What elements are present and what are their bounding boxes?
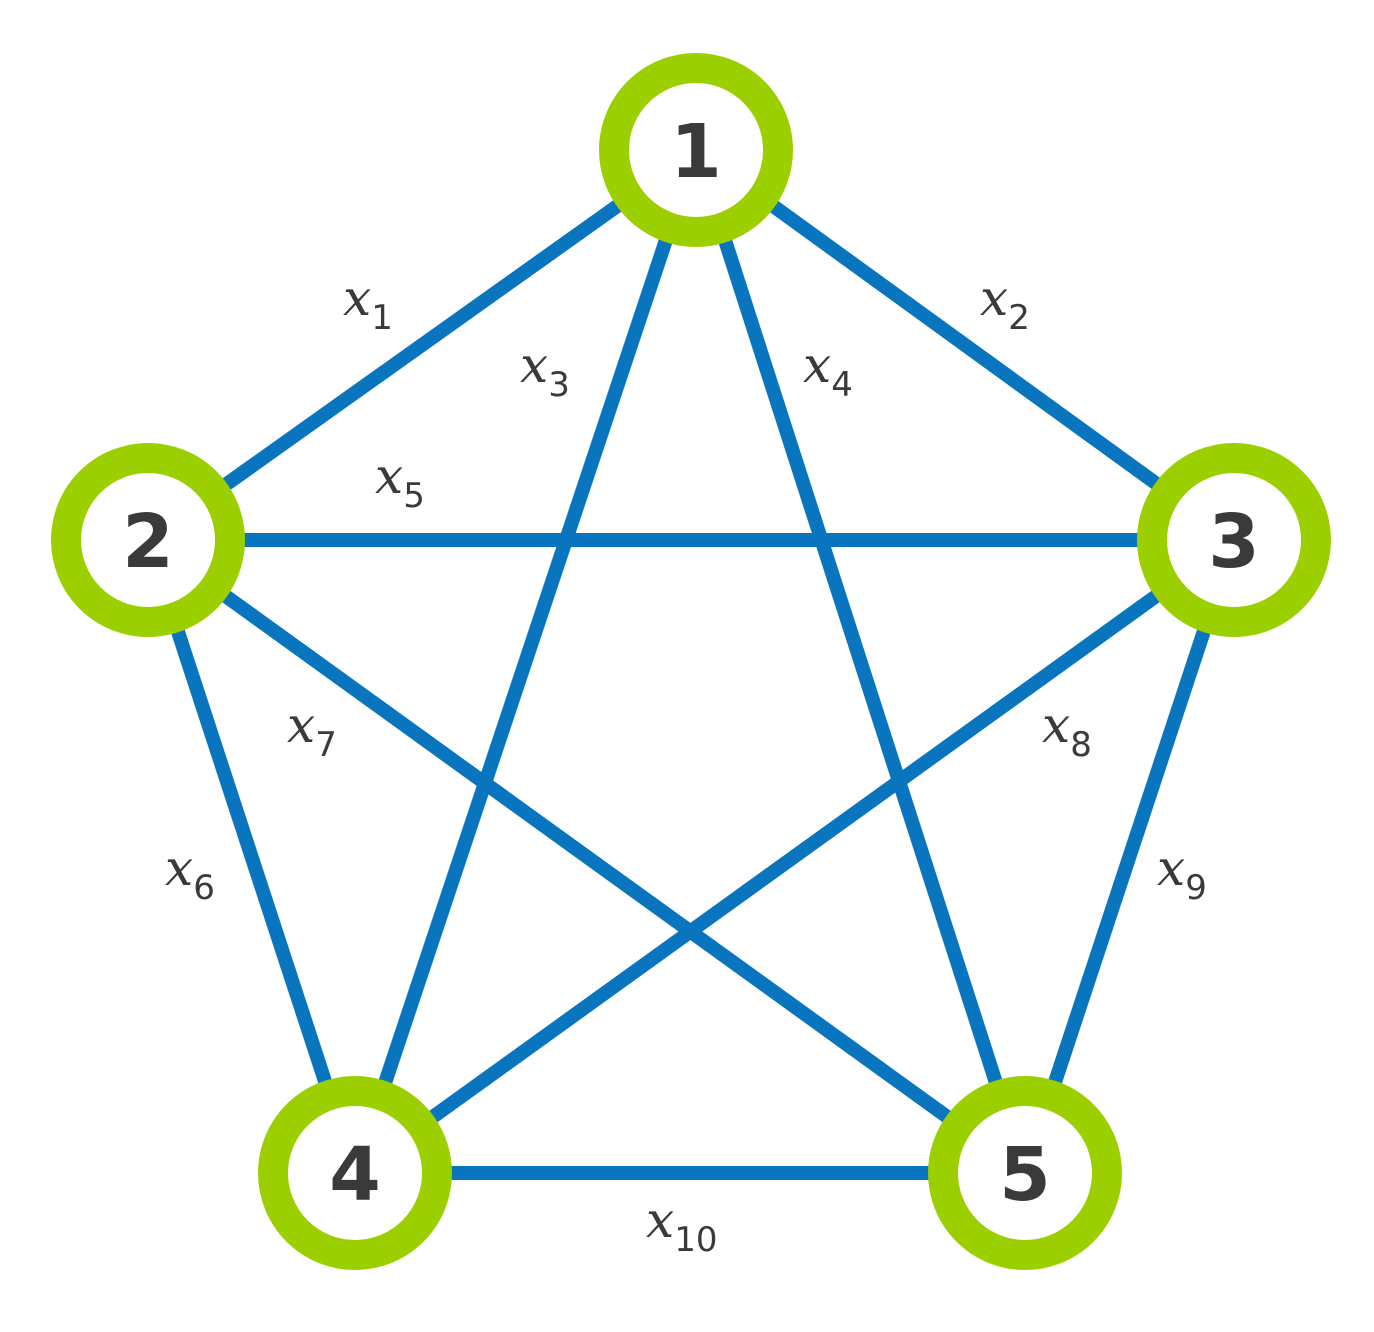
- node-3: 3: [1137, 443, 1331, 637]
- edge-label-subscript: 10: [674, 1220, 717, 1260]
- edge-label-x2: x2: [980, 269, 1030, 338]
- edge-1-3: [691, 144, 1239, 546]
- node-ring: [258, 1076, 452, 1270]
- edge-label-x6: x6: [165, 839, 215, 908]
- node-label: 5: [999, 1132, 1051, 1218]
- edge-1-2: [143, 144, 701, 546]
- node-label: 3: [1208, 499, 1260, 585]
- node-5: 5: [928, 1076, 1122, 1270]
- edge-label-variable: x: [1042, 696, 1070, 754]
- edge-label-x4: x4: [803, 336, 853, 405]
- edge-label-variable: x: [1157, 839, 1185, 897]
- edges: [141, 144, 1241, 1180]
- edge-1-4: [348, 147, 703, 1176]
- edge-label-subscript: 2: [1008, 298, 1030, 338]
- edge-2-5: [143, 534, 1030, 1179]
- node-4: 4: [258, 1076, 452, 1270]
- edge-label-x9: x9: [1157, 839, 1207, 908]
- edge-label-subscript: 1: [371, 298, 393, 338]
- edge-label-x3: x3: [520, 336, 570, 405]
- edge-label-subscript: 8: [1070, 725, 1092, 765]
- edge-1-5: [689, 147, 1032, 1176]
- edge-label-variable: x: [646, 1191, 674, 1249]
- edge-3-4: [350, 534, 1239, 1179]
- edge-label-variable: x: [287, 696, 315, 754]
- nodes: 1 2 3 4 5: [51, 53, 1331, 1270]
- node-label: 4: [329, 1132, 381, 1218]
- edge-label-x8: x8: [1042, 696, 1092, 765]
- edge-label-subscript: 3: [548, 365, 570, 405]
- node-label: 2: [122, 499, 174, 585]
- edge-label-variable: x: [980, 269, 1008, 327]
- node-ring: [928, 1076, 1122, 1270]
- edge-label-x5: x5: [375, 447, 425, 516]
- edge-label-variable: x: [343, 269, 371, 327]
- edge-label-x1: x1: [343, 269, 393, 338]
- node-2: 2: [51, 443, 245, 637]
- node-ring: [51, 443, 245, 637]
- edge-label-subscript: 5: [403, 476, 425, 516]
- node-1: 1: [599, 53, 793, 247]
- edge-label-subscript: 7: [315, 725, 337, 765]
- edge-label-variable: x: [520, 336, 548, 394]
- edge-label-subscript: 6: [193, 868, 215, 908]
- edge-label-variable: x: [803, 336, 831, 394]
- node-ring: [1137, 443, 1331, 637]
- edge-label-x10: x10: [646, 1191, 717, 1260]
- node-label: 1: [670, 109, 722, 195]
- node-ring: [599, 53, 793, 247]
- edge-label-subscript: 4: [831, 365, 853, 405]
- edge-label-x7: x7: [287, 696, 337, 765]
- edge-3-5: [1018, 537, 1241, 1176]
- edge-label-subscript: 9: [1185, 868, 1207, 908]
- edge-label-variable: x: [165, 839, 193, 897]
- edge-2-4: [141, 537, 362, 1176]
- edge-label-variable: x: [375, 447, 403, 505]
